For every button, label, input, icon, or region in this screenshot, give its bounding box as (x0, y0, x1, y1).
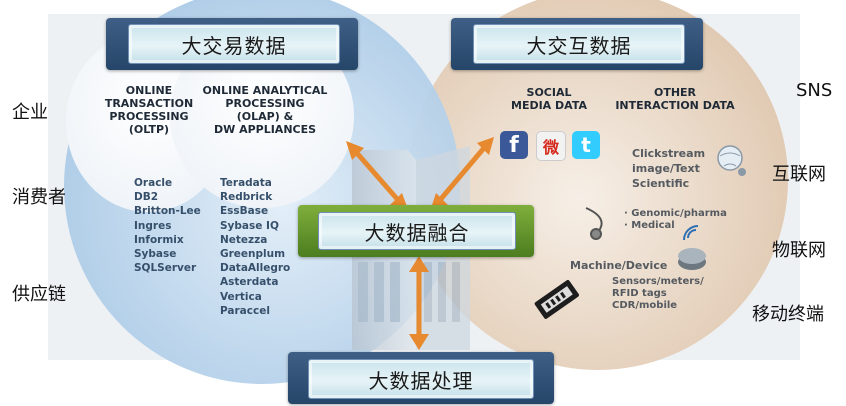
oltp-list: Oracle DB2 Britton-Lee Ingres Informix S… (134, 176, 201, 275)
twitter-icon: t (572, 131, 600, 159)
olap-circle (170, 24, 354, 208)
interaction-circle (408, 0, 788, 370)
list-item: DataAllegro (220, 262, 291, 275)
arrow-to-transaction (353, 149, 401, 203)
list-item: Oracle (134, 177, 173, 189)
globe-icon (717, 145, 746, 176)
list-item: · Genomic/pharma (624, 208, 727, 219)
interaction-title: 大交互数据 (473, 24, 685, 64)
processing-title: 大数据处理 (308, 359, 534, 399)
social-heading: SOCIAL MEDIA DATA (511, 86, 587, 112)
machine-device-list: Sensors/meters/ RFID tags CDR/mobile (612, 276, 704, 312)
machine-device-title: Machine/Device (570, 259, 668, 272)
fusion-title: 大数据融合 (318, 212, 516, 250)
transaction-title: 大交易数据 (128, 24, 340, 64)
olap-heading: ONLINE ANALYTICAL PROCESSING (OLAP) & DW… (202, 84, 328, 136)
list-item: Sybase (134, 248, 177, 261)
list-item: EssBase (220, 205, 269, 218)
list-item: Britton-Lee (134, 205, 201, 218)
genomic-medical-list: · Genomic/pharma · Medical (624, 208, 727, 232)
right-label-iot: 物联网 (772, 240, 826, 261)
list-item: Sybase IQ (220, 219, 279, 232)
list-item: · Medical (624, 220, 675, 231)
olap-list: Teradata Redbrick EssBase Sybase IQ Nete… (220, 176, 290, 318)
list-item: Ingres (134, 219, 172, 232)
list-item: Teradata (220, 177, 272, 189)
list-item: Asterdata (220, 276, 279, 289)
sensor-icon (678, 225, 706, 270)
list-item: Scientific (632, 177, 690, 190)
other-interaction-list: Clickstream image/Text Scientific (632, 146, 705, 191)
left-label-enterprise: 企业 (12, 102, 48, 123)
arrow-to-interaction (437, 145, 487, 203)
list-item: CDR/mobile (612, 300, 678, 311)
right-label-sns: SNS (796, 80, 833, 101)
other-heading: OTHER INTERACTION DATA (615, 86, 735, 112)
rfid-tag-icon (534, 279, 579, 319)
stethoscope-icon (585, 207, 603, 240)
right-label-internet: 互联网 (772, 164, 826, 185)
facebook-icon: f (500, 131, 528, 159)
list-item: image/Text (632, 162, 700, 175)
arrows (353, 145, 487, 341)
list-item: Paraccel (220, 304, 270, 317)
list-item: DB2 (134, 191, 159, 204)
list-item: RFID tags (612, 288, 667, 299)
list-item: Sensors/meters/ (612, 276, 704, 287)
list-item: SQLServer (134, 262, 197, 275)
list-item: Greenplum (220, 248, 286, 261)
list-item: Netezza (220, 233, 268, 246)
oltp-heading: ONLINE TRANSACTION PROCESSING (OLTP) (104, 84, 194, 136)
left-label-consumer: 消费者 (12, 187, 66, 208)
left-label-supply-chain: 供应链 (12, 284, 66, 305)
weibo-icon: 微 (536, 131, 566, 161)
list-item: Redbrick (220, 191, 273, 204)
right-label-mobile: 移动终端 (752, 304, 824, 325)
list-item: Vertica (220, 290, 262, 303)
list-item: Clickstream (632, 147, 706, 160)
list-item: Informix (134, 233, 184, 246)
